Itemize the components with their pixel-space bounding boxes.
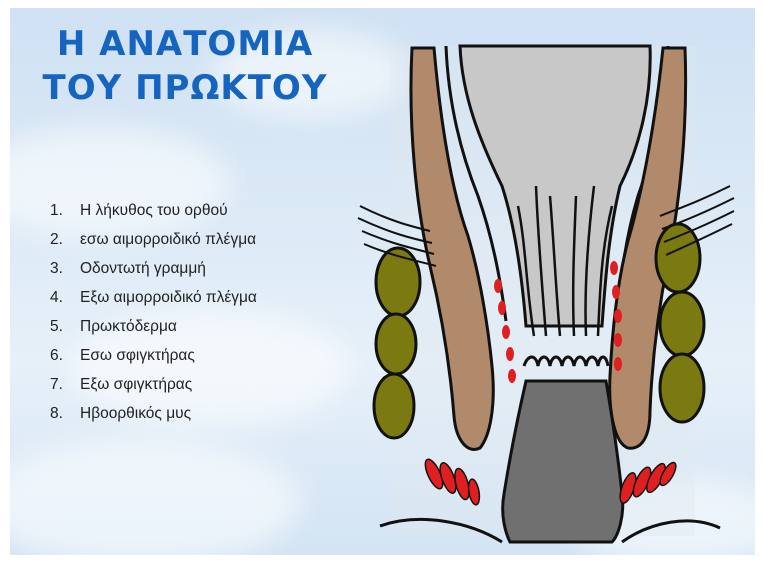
legend-number: 5. <box>50 312 80 341</box>
external-sphincter-right <box>656 224 700 292</box>
legend-item: 1.Η λήκυθος του ορθού <box>50 196 257 225</box>
slide: Η ΑΝΑΤΟΜΙΑ ΤΟΥ ΠΡΩΚΤΟΥ 1.Η λήκυθος του ο… <box>10 8 755 555</box>
legend-label: Εξω σφιγκτήρας <box>80 376 192 393</box>
external-sphincter-left <box>376 314 416 374</box>
external-sphincter-left <box>374 374 414 438</box>
legend-list: 1.Η λήκυθος του ορθού 2.εσω αιμορροιδικό… <box>50 196 257 428</box>
legend-number: 2. <box>50 225 80 254</box>
external-sphincter-left <box>376 248 420 316</box>
legend-number: 1. <box>50 196 80 225</box>
legend-item: 2.εσω αιμορροιδικό πλέγμα <box>50 225 257 254</box>
legend-label: Εσω σφιγκτήρας <box>80 347 195 364</box>
cloud <box>10 438 300 555</box>
external-sphincter-right <box>660 292 704 356</box>
legend-number: 8. <box>50 399 80 428</box>
legend-number: 6. <box>50 341 80 370</box>
legend-number: 4. <box>50 283 80 312</box>
legend-number: 7. <box>50 370 80 399</box>
anoderm <box>503 381 623 542</box>
legend-label: εσω αιμορροιδικό πλέγμα <box>80 231 256 248</box>
legend-label: Οδοντωτή γραμμή <box>80 260 206 277</box>
legend-number: 3. <box>50 254 80 283</box>
legend-label: Εξω αιμορροιδικό πλέγμα <box>80 289 257 306</box>
legend-item: 4.Εξω αιμορροιδικό πλέγμα <box>50 283 257 312</box>
legend-item: 5.Πρωκτόδερμα <box>50 312 257 341</box>
legend-label: Ηβοορθικός μυς <box>80 405 191 422</box>
title-line-1: Η ΑΝΑΤΟΜΙΑ <box>40 22 330 66</box>
page-title: Η ΑΝΑΤΟΜΙΑ ΤΟΥ ΠΡΩΚΤΟΥ <box>40 22 330 110</box>
legend-item: 6.Εσω σφιγκτήρας <box>50 341 257 370</box>
legend-label: Πρωκτόδερμα <box>80 318 177 335</box>
title-line-2: ΤΟΥ ΠΡΩΚΤΟΥ <box>40 66 330 110</box>
legend-item: 3.Οδοντωτή γραμμή <box>50 254 257 283</box>
anatomy-diagram <box>350 36 745 551</box>
legend-label: Η λήκυθος του ορθού <box>80 202 228 219</box>
external-sphincter-right <box>660 354 704 422</box>
legend-item: 8.Ηβοορθικός μυς <box>50 399 257 428</box>
legend-item: 7.Εξω σφιγκτήρας <box>50 370 257 399</box>
